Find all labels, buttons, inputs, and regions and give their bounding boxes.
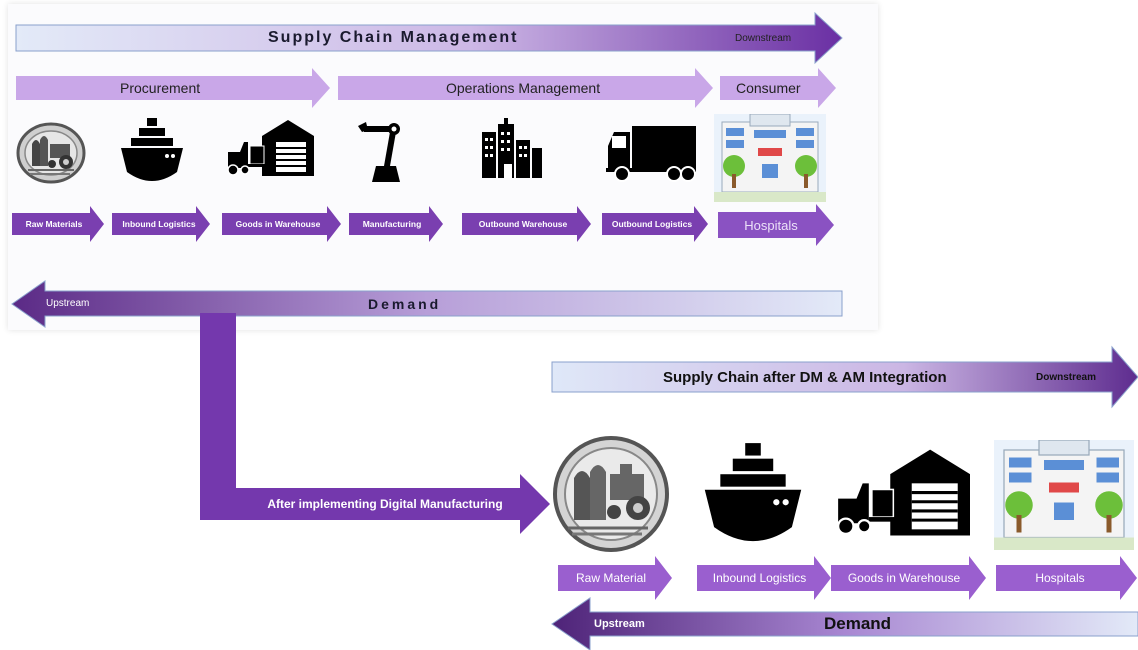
downstream-arrow-bottom xyxy=(551,345,1138,409)
robot-arm-icon xyxy=(358,122,400,182)
upstream-arrow-bottom xyxy=(551,597,1138,650)
city-buildings-icon xyxy=(482,118,542,178)
operations-arrow xyxy=(338,68,713,108)
stage-label-raw-materials: Raw Materials xyxy=(25,219,83,229)
downstream-arrow xyxy=(15,11,843,65)
agriculture-icon xyxy=(16,122,86,184)
top-demand-label: Demand xyxy=(368,295,442,312)
top-downstream-label: Downstream xyxy=(735,32,792,44)
truck-icon xyxy=(606,126,696,182)
bottom-stage-label-goods-in-warehouse: Goods in Warehouse xyxy=(847,571,961,585)
stage-label-outbound-warehouse: Outbound Warehouse xyxy=(478,219,568,229)
connector-arrow xyxy=(200,313,550,534)
bottom-downstream-label: Downstream xyxy=(1036,371,1097,383)
phase-operations: Operations Management xyxy=(446,80,601,96)
procurement-arrow xyxy=(16,68,330,108)
stage-arrow xyxy=(222,206,341,242)
stage-label-hospitals: Hospitals xyxy=(744,217,798,233)
consumer-arrow xyxy=(720,68,836,108)
stage-arrow xyxy=(718,204,834,246)
top-upstream-label: Upstream xyxy=(46,298,90,309)
stage-arrow xyxy=(602,206,708,242)
stage-arrow xyxy=(112,206,210,242)
hospital-icon xyxy=(994,440,1134,550)
stage-label-inbound-logistics: Inbound Logistics xyxy=(122,219,196,229)
ship-icon xyxy=(121,118,183,181)
bottom-stage-label-raw-material: Raw Material xyxy=(575,571,647,585)
bottom-demand-label: Demand xyxy=(824,614,892,633)
bottom-upstream-label: Upstream xyxy=(594,618,645,630)
stage-arrow-bottom xyxy=(558,556,672,600)
stage-arrow-bottom xyxy=(996,556,1137,600)
stage-arrow-bottom xyxy=(697,556,831,600)
warehouse-forklift-icon xyxy=(836,449,970,536)
stage-label-goods-in-warehouse: Goods in Warehouse xyxy=(235,219,321,229)
stage-arrow-bottom xyxy=(831,556,986,600)
warehouse-forklift-icon xyxy=(227,120,314,176)
top-title: Supply Chain Management xyxy=(268,29,519,46)
bottom-stage-label-inbound-logistics: Inbound Logistics xyxy=(712,571,807,585)
stage-arrow xyxy=(462,206,591,242)
phase-procurement: Procurement xyxy=(120,80,201,96)
ship-icon xyxy=(704,443,802,542)
agriculture-icon xyxy=(553,436,669,552)
stage-arrow xyxy=(12,206,104,242)
bottom-title: Supply Chain after DM & AM Integration xyxy=(663,368,947,386)
stage-label-manufacturing: Manufacturing xyxy=(362,219,422,229)
bottom-stage-label-hospitals: Hospitals xyxy=(1035,571,1085,585)
stage-label-outbound-logistics: Outbound Logistics xyxy=(611,219,693,229)
phase-consumer: Consumer xyxy=(736,80,801,96)
connector-label: After implementing Digital Manufacturing xyxy=(267,497,503,511)
stage-arrow xyxy=(349,206,443,242)
hospital-icon xyxy=(714,114,826,202)
